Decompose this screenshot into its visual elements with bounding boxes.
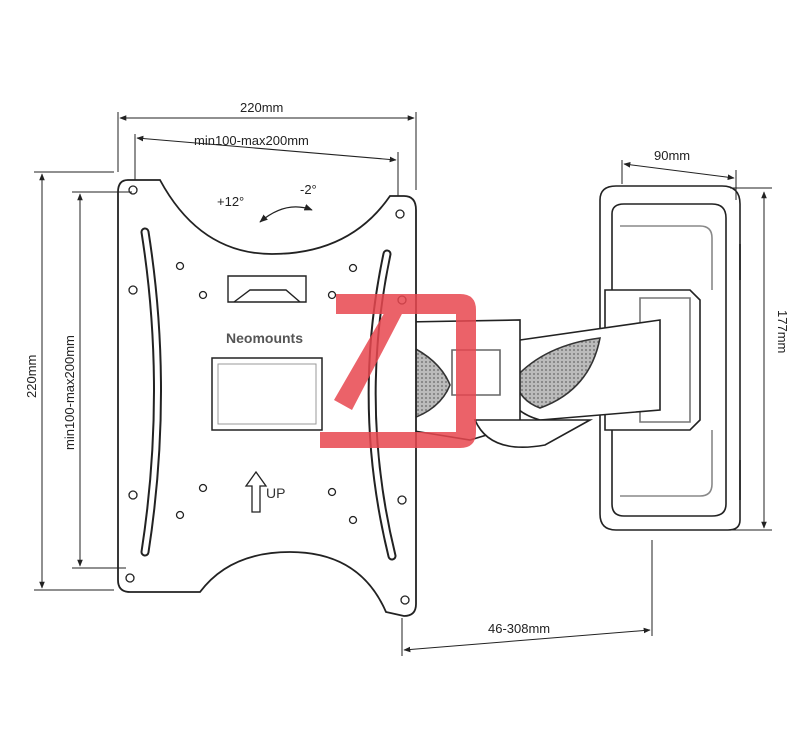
plate-width-label: 220mm (240, 100, 283, 115)
tilt-arrow-icon (259, 204, 313, 223)
up-label: UP (266, 485, 285, 501)
arrow-box-logo-icon (320, 294, 476, 448)
vesa-width-label: min100-max200mm (194, 133, 309, 148)
tv-plate (117, 179, 417, 617)
vesa-width-dimension (136, 135, 397, 163)
wall-plate-height-label: 177mm (775, 310, 790, 353)
extension-dimension (403, 627, 651, 653)
up-arrow-icon (244, 470, 268, 513)
brand-label: Neomounts (226, 330, 303, 346)
tilt-down-label: -2° (300, 182, 317, 197)
tilt-up-label: +12° (217, 194, 244, 209)
wall-plate-width-label: 90mm (654, 148, 690, 163)
plate-height-label: 220mm (24, 355, 39, 398)
extension-label: 46-308mm (488, 621, 550, 636)
wall-plate-width-dimension (623, 162, 735, 180)
vesa-height-label: min100-max200mm (62, 335, 77, 450)
